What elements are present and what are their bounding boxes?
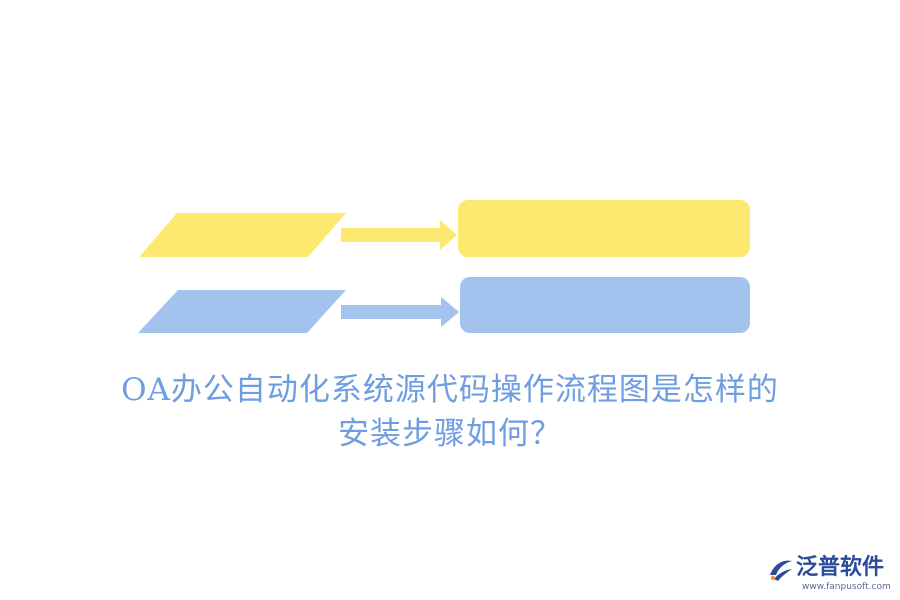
fanpu-logo-icon (770, 560, 792, 581)
logo-url: www.fanpusoft.com (802, 582, 891, 592)
title-line-2: 安装步骤如何？ (338, 416, 562, 452)
title-line-1: OA办公自动化系统源代码操作流程图是怎样的 (121, 372, 779, 408)
diagram-title: OA办公自动化系统源代码操作流程图是怎样的 安装步骤如何？ (60, 368, 840, 456)
blue-rounded-box (460, 277, 750, 333)
blue-arrow (341, 297, 459, 327)
yellow-parallelogram (139, 213, 346, 257)
yellow-rounded-box (458, 200, 750, 257)
fanpu-logo: 泛普软件 www.fanpusoft.com (768, 553, 896, 593)
blue-parallelogram (138, 290, 346, 333)
logo-name: 泛普软件 (796, 555, 885, 580)
yellow-arrow (341, 220, 457, 250)
